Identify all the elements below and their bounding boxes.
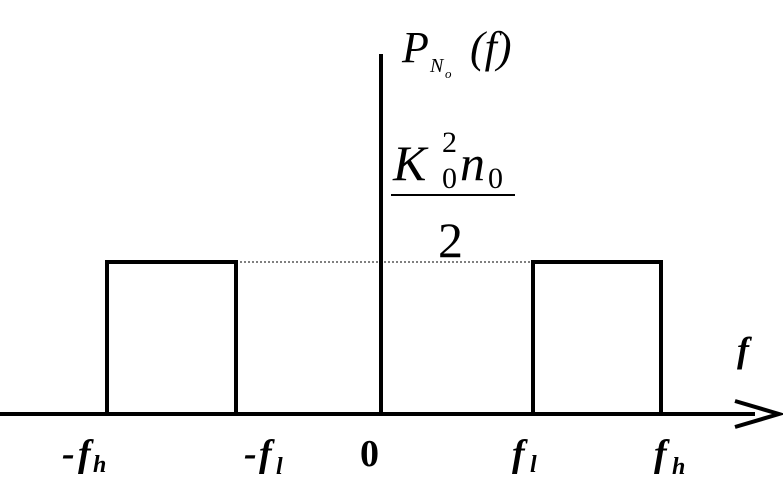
left-passband (105, 260, 238, 414)
tick-neg-fh-prefix: - (62, 433, 75, 475)
psd-label-main: P (401, 23, 429, 72)
amplitude-denominator: 2 (438, 212, 463, 268)
tick-neg-fh-sub: h (93, 452, 106, 478)
amplitude-K-sup: 2 (442, 126, 457, 159)
tick-pos-fh-main: f (654, 433, 670, 475)
psd-label-subsub: o (445, 66, 452, 81)
psd-label-arg: (f) (470, 23, 512, 72)
frequency-axis-label: f (737, 330, 752, 370)
tick-pos-fl-sub: l (530, 452, 537, 478)
tick-neg-fh: - f h (62, 433, 106, 478)
amplitude-K-sub: 0 (442, 162, 457, 195)
psd-label-sub: N (429, 55, 445, 77)
tick-pos-fh: f h (654, 433, 685, 480)
right-passband (531, 260, 663, 414)
tick-neg-fl-main: f (259, 433, 275, 475)
tick-pos-fl: f l (512, 433, 537, 478)
amplitude-n-sub: 0 (488, 162, 503, 195)
amplitude-fraction: K 2 0 n 0 2 (391, 126, 515, 268)
amplitude-K: K (392, 135, 429, 191)
amplitude-n: n (460, 135, 485, 191)
tick-neg-fl: - f l (244, 433, 283, 480)
psd-label: P N o (f) (401, 23, 512, 81)
tick-zero: 0 (360, 433, 379, 475)
tick-pos-fh-sub: h (672, 454, 685, 480)
tick-pos-fl-main: f (512, 433, 528, 475)
tick-neg-fl-prefix: - (244, 433, 257, 475)
axis-arrowhead (734, 399, 783, 429)
tick-neg-fh-main: f (78, 433, 94, 475)
tick-neg-fl-sub: l (276, 454, 283, 480)
